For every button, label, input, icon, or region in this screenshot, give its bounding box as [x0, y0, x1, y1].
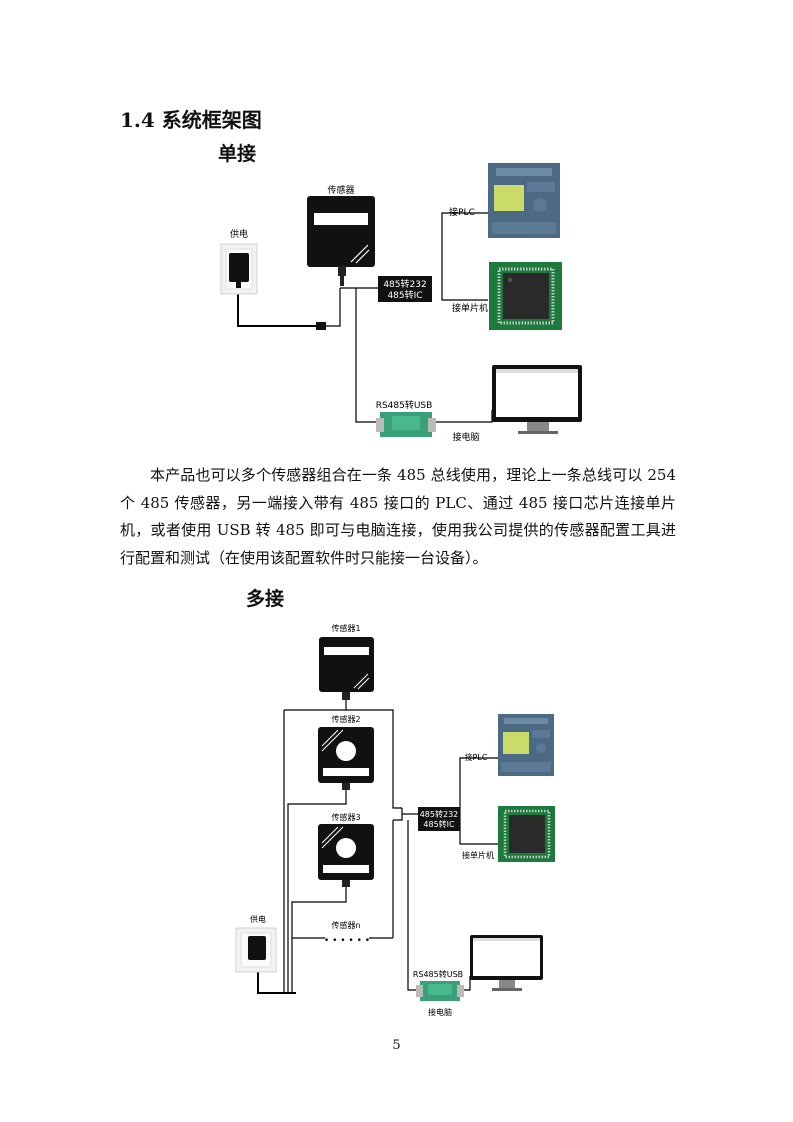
sensor-n-label: 传感器n [331, 920, 360, 930]
sensor-2-device [318, 727, 374, 790]
plc-label: 接PLC [449, 206, 475, 218]
sensor-3-label: 传感器3 [331, 812, 360, 822]
plc-device [498, 714, 554, 776]
mcu-label: 接单片机 [462, 850, 494, 860]
usb-converter [416, 981, 464, 1001]
power-socket [220, 243, 258, 295]
pc-label: 接电脑 [428, 1007, 452, 1017]
usb-label: RS485转USB [376, 399, 433, 411]
section-heading: 1.4 系统框架图 [120, 108, 262, 132]
mcu-label: 接单片机 [452, 302, 488, 314]
usb-converter [376, 412, 436, 437]
pc-monitor [470, 935, 543, 991]
converter-box: 485转232 485转IC [418, 807, 460, 831]
pc-label: 接电脑 [452, 431, 479, 443]
page-number: 5 [392, 1038, 401, 1053]
svg-text:485转232: 485转232 [420, 809, 459, 819]
multi-connection-title: 多接 [246, 588, 285, 610]
sensor-1-label: 传感器1 [331, 623, 360, 633]
mcu-board [489, 262, 562, 330]
description-paragraph: 本产品也可以多个传感器组合在一条 485 总线使用，理论上一条总线可以 254 … [120, 466, 676, 567]
plc-label: 接PLC [465, 752, 488, 762]
power-label: 供电 [230, 228, 248, 240]
svg-text:485转232: 485转232 [383, 278, 426, 290]
plc-device [488, 163, 560, 238]
pc-monitor [492, 365, 582, 434]
ellipsis-text: • • • • • • [324, 936, 370, 946]
converter-box: 485转232 485转IC [378, 276, 432, 302]
single-connection-diagram: 传感器 供电 485转232 485转IC 接PLC 接单片机 RS485转U [220, 163, 582, 443]
sensor-label: 传感器 [327, 184, 354, 196]
svg-text:485转IC: 485转IC [423, 819, 455, 829]
power-socket [235, 927, 277, 973]
svg-text:485转IC: 485转IC [387, 289, 422, 301]
usb-label: RS485转USB [413, 969, 463, 979]
sensor-1-device [319, 637, 374, 700]
sensor-3-device [318, 824, 374, 887]
multi-connection-diagram: 传感器1 传感器2 传感器3 传感器n • • • • • • 供电 485转2… [235, 623, 555, 1017]
single-connection-title: 单接 [218, 143, 257, 165]
sensor-2-label: 传感器2 [331, 714, 360, 724]
power-label: 供电 [250, 914, 266, 924]
sensor-device [307, 196, 375, 286]
mcu-board [498, 806, 555, 862]
